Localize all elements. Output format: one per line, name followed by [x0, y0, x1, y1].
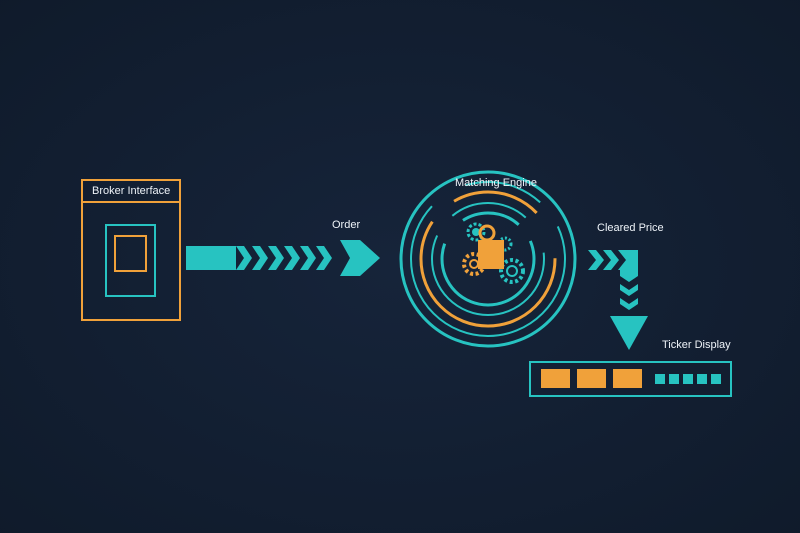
engine-ring-3 [419, 190, 557, 328]
order-label: Order [332, 219, 361, 231]
engine-ring-5 [440, 211, 536, 307]
monitor-icon [105, 224, 156, 297]
broker-interface-label: Broker Interface [92, 185, 171, 197]
engine-outer-ring [399, 170, 577, 348]
order-arrow [186, 240, 380, 276]
engine-ring-2 [410, 181, 566, 337]
ticker-dot [683, 374, 693, 384]
matching-engine [399, 170, 577, 348]
cleared-price-arrow [588, 250, 648, 350]
cleared-price-label: Cleared Price [597, 222, 664, 234]
ticker-block [577, 369, 606, 388]
ticker-dot [697, 374, 707, 384]
gears-icon [462, 222, 525, 284]
matching-engine-label: Matching Engine [455, 177, 537, 189]
ticker-dot [655, 374, 665, 384]
ticker-display [529, 361, 732, 397]
ticker-block [541, 369, 570, 388]
ticker-frame [529, 361, 732, 397]
ticker-block [613, 369, 642, 388]
engine-ring-4 [431, 202, 545, 316]
broker-frame [81, 179, 181, 321]
ticker-display-label: Ticker Display [662, 339, 731, 351]
broker-interface-panel [81, 179, 181, 321]
ticker-dot [669, 374, 679, 384]
ticker-dot [711, 374, 721, 384]
